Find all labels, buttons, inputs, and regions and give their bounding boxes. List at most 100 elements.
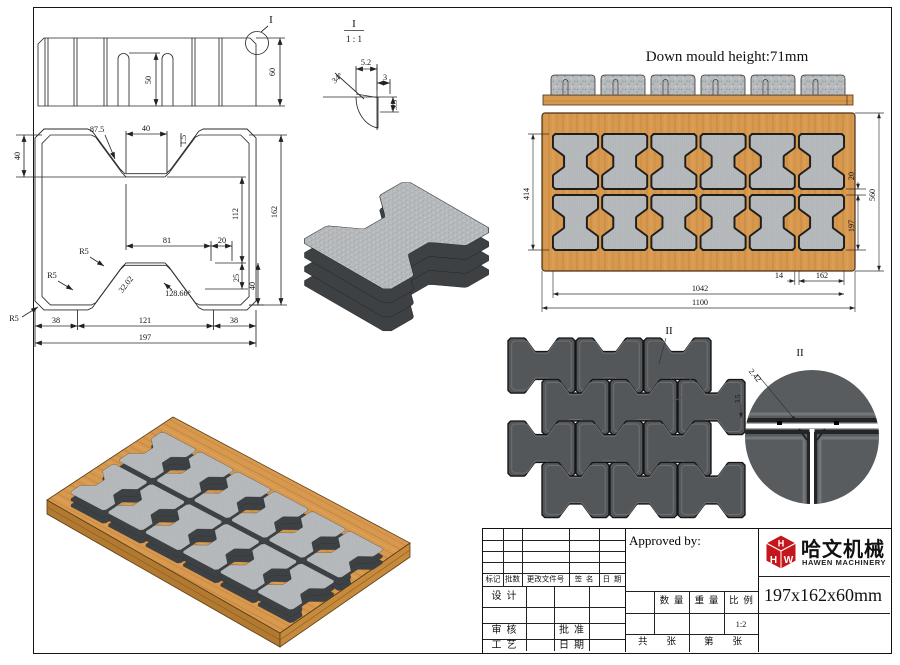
grid-line [758, 613, 890, 614]
block-plan-view: 40 87.5 40 1.5 162 112 81 20 [9, 124, 287, 347]
dim-slope-angle: 128.66° [165, 289, 191, 298]
dim-notch-width: 40 [142, 124, 150, 133]
grid-line [689, 591, 690, 652]
weight-label: 重 量 [694, 596, 719, 607]
dim-cavity-gap: 14 [775, 271, 783, 280]
dim-bottom-left: 38 [52, 316, 60, 325]
detail-i-ref-label: I [269, 14, 273, 26]
date-label: 日 期 [559, 640, 584, 651]
dim-radius-b: R5 [47, 271, 57, 280]
mould-board-side-view [542, 74, 854, 106]
grid-line [625, 529, 627, 652]
paver-3d-view [300, 180, 493, 333]
detail-i-callout-circle [245, 31, 269, 55]
detail-ii-title: II [796, 347, 804, 359]
grid-line [483, 551, 625, 552]
revision-mark-label: 标记 [485, 574, 501, 584]
dim-slot-depth: 50 [144, 76, 153, 84]
dim-radius-c: R5 [9, 314, 19, 323]
dim-waist-height: 112 [231, 208, 240, 220]
down-mould-note: Down mould height:71mm [646, 49, 809, 65]
dim-radius-a: R5 [79, 247, 89, 256]
dim-row-gap: 20 [847, 172, 856, 180]
dim-cavity-height: 197 [847, 220, 856, 232]
dim-joint-gap: 2.42 [747, 367, 763, 384]
dim-rows-height: 414 [522, 188, 531, 200]
dim-slope-run: 20 [218, 236, 226, 245]
dim-cavities-width: 1042 [692, 284, 708, 293]
company-name-cn: 哈文机械 [801, 539, 885, 561]
dim-cavity-width: 162 [816, 271, 828, 280]
grid-line [503, 529, 504, 586]
logo-cube-left-letter: H [770, 555, 777, 566]
revision-change-doc-label: 更改文件号 [526, 574, 565, 584]
dim-slope-length: 32.02 [117, 274, 135, 294]
grid-line [483, 573, 625, 574]
sheet-border [33, 7, 892, 654]
pallet-3d-view [46, 416, 411, 648]
grid-line [625, 634, 758, 635]
title-block: 标记 批数 更改文件号 签 名 日 期 设 计 审 核 工 艺 批 准 日 期 … [482, 528, 892, 654]
detail-i-title: I [352, 18, 356, 30]
company-logo: H H W 哈文机械 HAWEN MACHINERY [761, 531, 889, 574]
grid-line [599, 529, 600, 586]
detail-i-scale: 1 : 1 [346, 34, 362, 44]
dim-chamfer-height: 3.5 [390, 100, 399, 110]
revision-batch-label: 批数 [505, 574, 520, 584]
grid-line [724, 591, 725, 634]
side-view-blocks [550, 74, 846, 96]
grid-line [654, 591, 655, 634]
interlock-pattern-view: II [508, 325, 745, 518]
detail-ii-view: 2.42 3.5 II [734, 347, 879, 504]
detail-ii-callout-circle [651, 361, 691, 401]
part-size-value: 197x162x60mm [763, 585, 883, 605]
mould-elevation-view: 50 60 I [37, 14, 285, 107]
grid-line [483, 540, 625, 541]
grid-line [758, 576, 890, 577]
detail-ii-ref-label: II [665, 325, 673, 337]
detail-i-view: I 1 : 1 5.2 3 3.5 34° [323, 18, 399, 130]
review-label: 审 核 [491, 625, 517, 636]
dim-detail-chamfer: 3.5 [734, 394, 742, 403]
grid-line [589, 586, 590, 651]
dim-block-height: 162 [270, 206, 279, 218]
grid-line [554, 586, 555, 651]
dim-bottom-mid: 121 [139, 316, 151, 325]
grid-line [526, 586, 527, 651]
dim-top-leader: 87.5 [90, 125, 104, 134]
approve-label: 批 准 [559, 625, 584, 636]
dim-chamfer-offset: 3 [383, 73, 387, 82]
quantity-label: 数 量 [659, 596, 684, 607]
dim-notch-rise: 25 [232, 274, 241, 282]
dim-chamfer-width: 5.2 [361, 58, 371, 67]
craft-label: 工 艺 [491, 640, 517, 651]
board-dimensions: 414 20 197 560 14 162 1042 1100 [522, 112, 884, 312]
detail-ii-joint [745, 412, 879, 504]
grid-line [758, 529, 760, 652]
logo-cube-icon: H H W [764, 534, 798, 570]
dim-notch-depth: 40 [13, 152, 22, 160]
dim-chamfer-angle: 34° [330, 71, 345, 85]
company-name-en: HAWEN MACHINERY [802, 558, 887, 567]
scale-value: 1:2 [735, 618, 747, 629]
logo-cube-right-letter: W [784, 555, 794, 566]
grid-line [569, 529, 570, 586]
sheet-number-label: 第 张 [703, 637, 743, 648]
dim-board-height: 560 [868, 189, 877, 201]
dim-mid-width: 81 [163, 236, 171, 245]
mould-board-plan-view: 414 20 197 560 14 162 1042 1100 [522, 112, 884, 312]
grid-line [625, 613, 758, 614]
grid-line [625, 591, 758, 592]
dim-bottom-notch-depth: 40 [248, 282, 257, 290]
revision-date-label: 日 期 [602, 574, 622, 584]
approved-by-label: Approved by: [629, 533, 701, 548]
grid-line [483, 562, 625, 563]
design-label: 设 计 [491, 591, 517, 602]
dim-board-width: 1100 [692, 298, 708, 307]
dim-bottom-right: 38 [230, 316, 238, 325]
grid-line [522, 529, 523, 586]
dim-mould-height: 60 [268, 68, 277, 76]
dim-edge-offset: 1.5 [179, 135, 188, 145]
